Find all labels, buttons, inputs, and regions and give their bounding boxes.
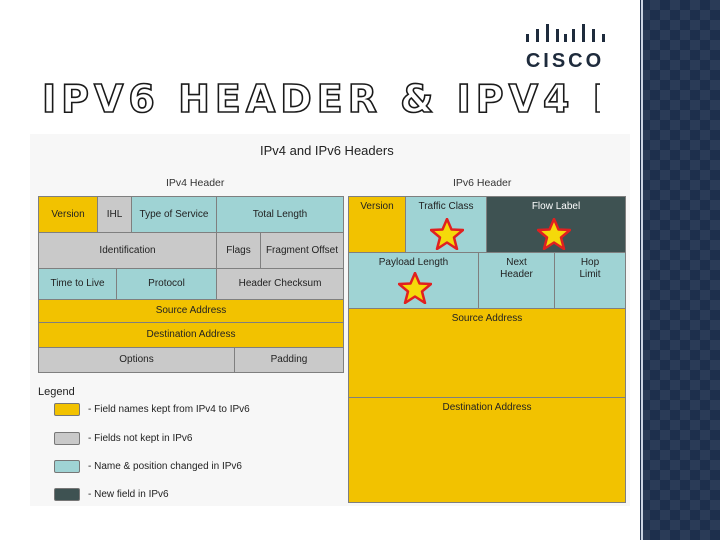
- ipv4-protocol: Protocol: [116, 268, 217, 300]
- legend-item-new: - New field in IPv6: [88, 489, 169, 500]
- star-icon: [398, 272, 432, 304]
- legend-item-changed: - Name & position changed in IPv6: [88, 461, 242, 472]
- cisco-logo: CISCO: [520, 20, 610, 76]
- legend-title: Legend: [38, 386, 75, 398]
- legend-item-kept: - Field names kept from IPv4 to IPv6: [88, 404, 250, 415]
- svg-text:IPv6 Header & IPv4 Header: IPv6 Header & IPv4 Header: [42, 77, 600, 120]
- panel-divider: [641, 0, 643, 540]
- slide-title: IPv6 Header & IPv4 Header: [41, 76, 600, 120]
- ipv4-options: Options: [38, 347, 235, 373]
- ipv4-ihl: IHL: [97, 196, 132, 233]
- ipv4-heading: IPv4 Header: [166, 177, 225, 189]
- ipv4-version: Version: [38, 196, 98, 233]
- ipv6-destination-address: Destination Address: [348, 397, 626, 503]
- star-icon: [537, 218, 571, 250]
- ipv4-source-address: Source Address: [38, 299, 344, 323]
- ipv6-hop-limit: Hop Limit: [554, 252, 626, 309]
- ipv6-next-header: Next Header: [478, 252, 555, 309]
- ipv4-padding: Padding: [234, 347, 344, 373]
- cisco-bars-icon: [526, 24, 605, 42]
- ipv6-payload-length: Payload Length: [348, 252, 479, 309]
- ipv4-destination-address: Destination Address: [38, 322, 344, 348]
- diagram-title: IPv4 and IPv6 Headers: [260, 143, 394, 158]
- ipv6-source-address: Source Address: [348, 308, 626, 398]
- ipv4-type-of-service: Type of Service: [131, 196, 217, 233]
- legend-swatch-removed: [54, 432, 80, 445]
- ipv4-fragment-offset: Fragment Offset: [260, 232, 344, 269]
- ipv6-heading: IPv6 Header: [453, 177, 512, 189]
- legend-item-removed: - Fields not kept in IPv6: [88, 433, 193, 444]
- cisco-logo-text: CISCO: [525, 50, 605, 72]
- ipv4-identification: Identification: [38, 232, 217, 269]
- header-diagram: IPv4 and IPv6 Headers IPv4 Header IPv6 H…: [30, 134, 630, 506]
- ipv6-version: Version: [348, 196, 406, 253]
- ipv4-time-to-live: Time to Live: [38, 268, 117, 300]
- star-icon: [430, 218, 464, 250]
- legend-swatch-changed: [54, 460, 80, 473]
- ipv4-header-checksum: Header Checksum: [216, 268, 344, 300]
- side-panel: [640, 0, 720, 540]
- legend-swatch-kept: [54, 403, 80, 416]
- legend-swatch-new: [54, 488, 80, 501]
- ipv4-flags: Flags: [216, 232, 261, 269]
- ipv4-total-length: Total Length: [216, 196, 344, 233]
